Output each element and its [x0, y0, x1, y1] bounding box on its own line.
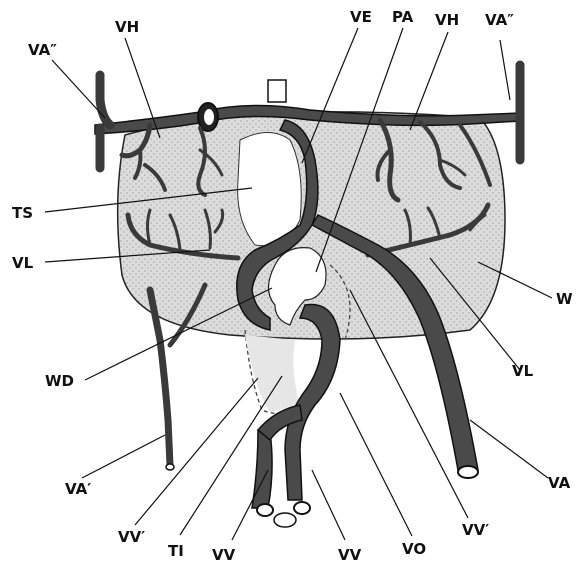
top-stump — [268, 80, 286, 102]
label-VA2-left: VA″ — [28, 41, 57, 59]
label-VV-a: VV — [212, 546, 236, 564]
label-TI: TI — [168, 542, 184, 560]
label-VA: VA — [548, 474, 571, 492]
cut-end-bottom-left — [257, 504, 273, 516]
label-PA: PA — [392, 8, 414, 26]
cut-end-bottom-center — [274, 513, 296, 527]
cut-vessel-inner — [204, 109, 214, 125]
label-VL-left: VL — [12, 254, 34, 272]
label-VL-right: VL — [512, 362, 534, 380]
cut-end-VA1 — [166, 464, 174, 470]
label-VO: VO — [402, 540, 426, 558]
label-VE: VE — [350, 8, 372, 26]
label-VA1: VA′ — [65, 480, 91, 498]
label-VH-left: VH — [115, 18, 139, 36]
cut-end-bottom-right — [294, 502, 310, 514]
label-VV1-right: VV′ — [462, 521, 489, 539]
lower-shaded-band — [245, 335, 300, 412]
label-VV1-left: VV′ — [118, 528, 145, 546]
cut-end-VA — [458, 466, 478, 478]
label-VA2-right: VA″ — [485, 11, 514, 29]
label-VH-right: VH — [435, 11, 459, 29]
label-W: W — [556, 290, 573, 308]
left-upper-vessel — [100, 75, 110, 168]
label-WD: WD — [45, 372, 74, 390]
label-VV-b: VV — [338, 546, 362, 564]
label-TS: TS — [12, 204, 33, 222]
